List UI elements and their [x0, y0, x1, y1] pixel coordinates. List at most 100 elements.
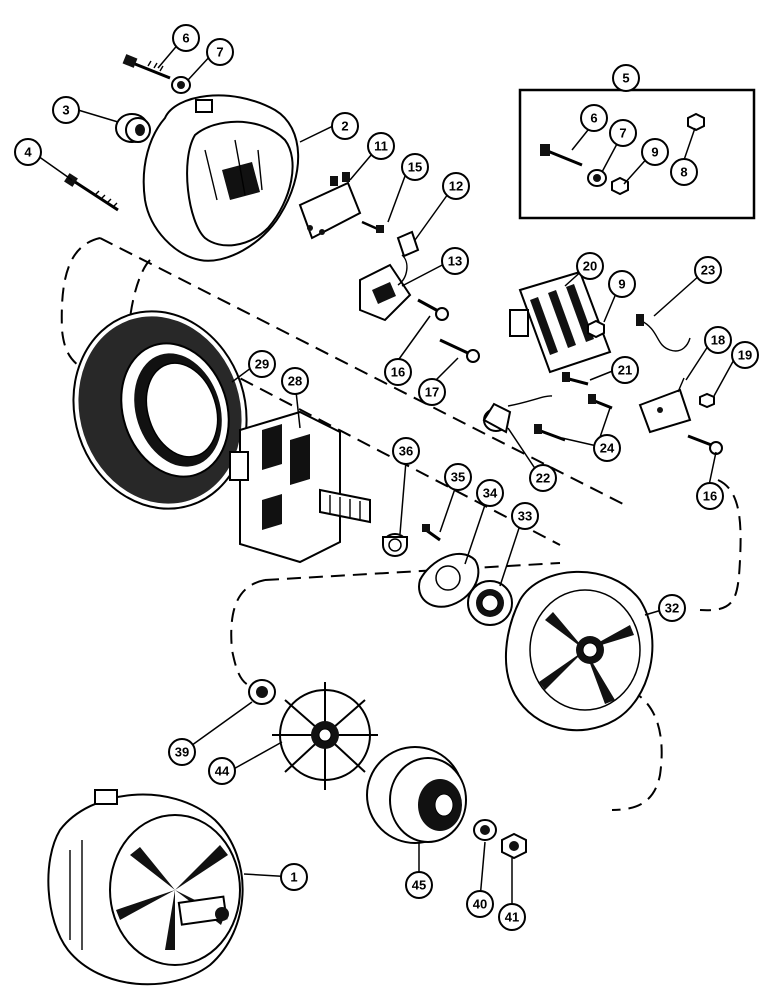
- callout-19: 19: [731, 341, 759, 369]
- washer-top: [171, 76, 191, 94]
- suppression-capacitor: [482, 395, 553, 434]
- callout-22: 22: [529, 464, 557, 492]
- callout-7-box: 7: [609, 119, 637, 147]
- terminal-screw-top: [122, 54, 171, 80]
- hardware-kit-box: [518, 88, 756, 220]
- svg-text:5: 5: [622, 71, 629, 86]
- svg-text:36: 36: [399, 444, 413, 459]
- callout-28: 28: [281, 367, 309, 395]
- callout-16-right: 16: [696, 482, 724, 510]
- svg-text:7: 7: [619, 126, 626, 141]
- svg-text:18: 18: [711, 333, 725, 348]
- svg-text:34: 34: [483, 486, 498, 501]
- callout-9-right: 9: [608, 270, 636, 298]
- svg-text:20: 20: [583, 259, 597, 274]
- rotor: [229, 410, 371, 564]
- callout-13: 13: [441, 247, 469, 275]
- small-screw-15: [361, 220, 384, 233]
- needle-bearing: [115, 113, 151, 143]
- svg-text:33: 33: [518, 509, 532, 524]
- callout-6-top: 6: [172, 24, 200, 52]
- svg-text:19: 19: [738, 348, 752, 363]
- svg-text:6: 6: [590, 111, 597, 126]
- svg-text:16: 16: [391, 365, 405, 380]
- svg-text:1: 1: [290, 870, 297, 885]
- callout-32: 32: [658, 594, 686, 622]
- brush-holder: [359, 230, 420, 322]
- callout-44: 44: [208, 757, 236, 785]
- screw-24-lower: [534, 424, 566, 442]
- callout-20: 20: [576, 252, 604, 280]
- callout-34: 34: [476, 479, 504, 507]
- svg-text:23: 23: [701, 263, 715, 278]
- stator: [72, 310, 248, 510]
- callout-36: 36: [392, 437, 420, 465]
- screw-16-upper: [417, 298, 449, 321]
- screw-24-upper: [588, 394, 613, 410]
- callout-17: 17: [418, 378, 446, 406]
- callout-6-box: 6: [580, 104, 608, 132]
- callout-15: 15: [401, 153, 429, 181]
- callout-39: 39: [168, 738, 196, 766]
- svg-text:4: 4: [24, 145, 32, 160]
- terminal-lead: [636, 314, 691, 352]
- svg-text:28: 28: [288, 374, 302, 389]
- callouts: 1 2 3 4 5 6 6 7 7 8 9 9 11 12 13 15 16 1…: [14, 24, 759, 931]
- screw-21: [562, 372, 589, 386]
- svg-text:9: 9: [651, 145, 658, 160]
- svg-text:16: 16: [703, 489, 717, 504]
- svg-text:9: 9: [618, 277, 625, 292]
- svg-text:6: 6: [182, 31, 189, 46]
- callout-5: 5: [612, 64, 640, 92]
- callout-40: 40: [466, 890, 494, 918]
- screw-17: [439, 338, 480, 363]
- callout-29: 29: [248, 350, 276, 378]
- svg-text:39: 39: [175, 745, 189, 760]
- grouping-lines: [60, 237, 742, 811]
- svg-text:35: 35: [451, 470, 465, 485]
- screw-35: [422, 524, 441, 542]
- drive-end-housing: [505, 570, 654, 732]
- callout-21: 21: [611, 356, 639, 384]
- through-bolt: [64, 173, 119, 212]
- cooling-fan: [272, 682, 378, 790]
- nut-9-lower: [587, 319, 605, 339]
- callout-33: 33: [511, 502, 539, 530]
- svg-text:29: 29: [255, 357, 269, 372]
- terminal-bracket: [638, 377, 692, 434]
- svg-text:45: 45: [412, 878, 426, 893]
- svg-text:17: 17: [425, 385, 439, 400]
- bearing-sleeve: [382, 533, 408, 557]
- svg-text:22: 22: [536, 471, 550, 486]
- callout-11: 11: [367, 132, 395, 160]
- svg-text:11: 11: [374, 139, 388, 154]
- svg-text:8: 8: [680, 165, 687, 180]
- screw-16-right: [687, 434, 723, 455]
- svg-text:2: 2: [341, 119, 348, 134]
- callout-35: 35: [444, 463, 472, 491]
- nut-19: [699, 392, 715, 409]
- svg-text:44: 44: [215, 764, 230, 779]
- svg-text:41: 41: [505, 910, 519, 925]
- svg-text:40: 40: [473, 897, 487, 912]
- svg-text:12: 12: [449, 179, 463, 194]
- regulator-bracket: [298, 172, 362, 240]
- svg-text:3: 3: [62, 103, 69, 118]
- callout-23: 23: [694, 256, 722, 284]
- pulley: [366, 746, 467, 844]
- pulley-nut-41: [501, 832, 527, 860]
- callout-24: 24: [593, 434, 621, 462]
- callout-12: 12: [442, 172, 470, 200]
- callout-8: 8: [670, 158, 698, 186]
- spacer-39: [248, 679, 276, 705]
- callout-1: 1: [280, 863, 308, 891]
- callout-9-box: 9: [641, 138, 669, 166]
- callout-3: 3: [52, 96, 80, 124]
- svg-text:15: 15: [408, 160, 422, 175]
- svg-text:13: 13: [448, 254, 462, 269]
- retainer-plate: [418, 553, 480, 608]
- svg-text:24: 24: [600, 441, 615, 456]
- svg-text:21: 21: [618, 363, 632, 378]
- lock-washer-40: [473, 819, 497, 841]
